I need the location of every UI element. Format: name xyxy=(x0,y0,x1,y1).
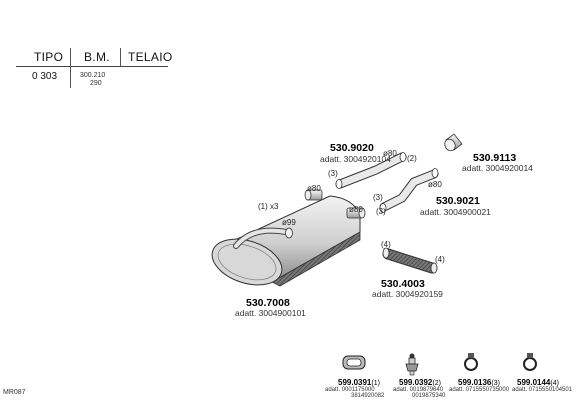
bm-value-1: 300.210 xyxy=(80,72,106,79)
header-underline xyxy=(16,66,168,67)
header-tipo: TIPO xyxy=(34,50,64,64)
accessory-line1-599-0391: adatt. 0001175000 xyxy=(325,387,375,393)
accessory-number-599-0144[interactable]: 599.0144(4) xyxy=(517,378,559,387)
pipe-530-9021-part xyxy=(379,168,439,213)
header-bm: B.M. xyxy=(84,50,110,64)
part-number-530-7008[interactable]: 530.7008 xyxy=(246,297,290,309)
accessory-line1-599-0136: adatt. 0715550735000 xyxy=(449,387,510,393)
qty-label-main: (1) x3 xyxy=(258,202,279,211)
part-subtitle-530-9113: adatt. 3004920014 xyxy=(462,163,533,173)
tail-pipe-530-9113-part xyxy=(444,133,463,152)
gasket-icon xyxy=(342,355,366,370)
rubber-mount-icon xyxy=(405,353,419,376)
part-subtitle-530-4003: adatt. 3004920159 xyxy=(372,289,443,299)
qty-label-530-4003-b: (4) xyxy=(435,255,445,264)
diameter-label-530-9020: ø80 xyxy=(383,149,397,158)
accessory-line1-599-0144: adatt. 0715550104501 xyxy=(512,387,573,393)
diameter-label-main-inlet: ø99 xyxy=(282,218,296,227)
diameter-label-530-9021: ø80 xyxy=(428,180,442,189)
accessory-number-599-0391[interactable]: 599.0391(1) xyxy=(338,378,380,387)
clamp-icon-1 xyxy=(464,353,478,371)
header-divider-1 xyxy=(70,48,71,88)
qty-label-530-9021-c: (3) xyxy=(376,207,386,216)
part-number-530-9113[interactable]: 530.9113 xyxy=(473,152,517,164)
footer-code: MR087 xyxy=(3,389,26,396)
part-number-530-9021[interactable]: 530.9021 xyxy=(436,195,480,207)
bm-value-2: 290 xyxy=(90,80,102,87)
accessory-number-599-0136[interactable]: 599.0136(3) xyxy=(458,378,500,387)
pipe-530-9020-part xyxy=(335,152,407,189)
part-subtitle-530-9020: adatt. 3004920104 xyxy=(320,154,391,164)
header-telaio: TELAIO xyxy=(128,50,173,64)
clamp-icon-2 xyxy=(523,353,537,371)
part-number-530-9020[interactable]: 530.9020 xyxy=(330,142,374,154)
tipo-value: 0 303 xyxy=(32,71,58,82)
part-subtitle-530-9021: adatt. 3004900021 xyxy=(420,207,491,217)
diameter-label-main-top: ø80 xyxy=(307,184,321,193)
qty-label-530-9020: (3) xyxy=(328,169,338,178)
header-divider-2 xyxy=(120,48,121,66)
muffler-main-part xyxy=(211,189,366,287)
qty-label-530-9021-b: (3) xyxy=(373,193,383,202)
part-subtitle-530-7008: adatt. 3004900101 xyxy=(235,308,306,318)
part-number-530-4003[interactable]: 530.4003 xyxy=(381,278,425,290)
accessory-line2-599-0391: 3814920082 xyxy=(351,393,385,399)
accessory-line1-599-0392: adatt. 0019879640 xyxy=(393,387,444,393)
flex-pipe-530-4003-part xyxy=(382,247,438,274)
accessory-line2-599-0392: 0019875340 xyxy=(412,393,446,399)
accessory-number-599-0392[interactable]: 599.0392(2) xyxy=(399,378,441,387)
diameter-label-main-right: ø80 xyxy=(349,205,363,214)
qty-label-530-9021-a: (2) xyxy=(407,154,417,163)
qty-label-530-4003-a: (4) xyxy=(381,240,391,249)
